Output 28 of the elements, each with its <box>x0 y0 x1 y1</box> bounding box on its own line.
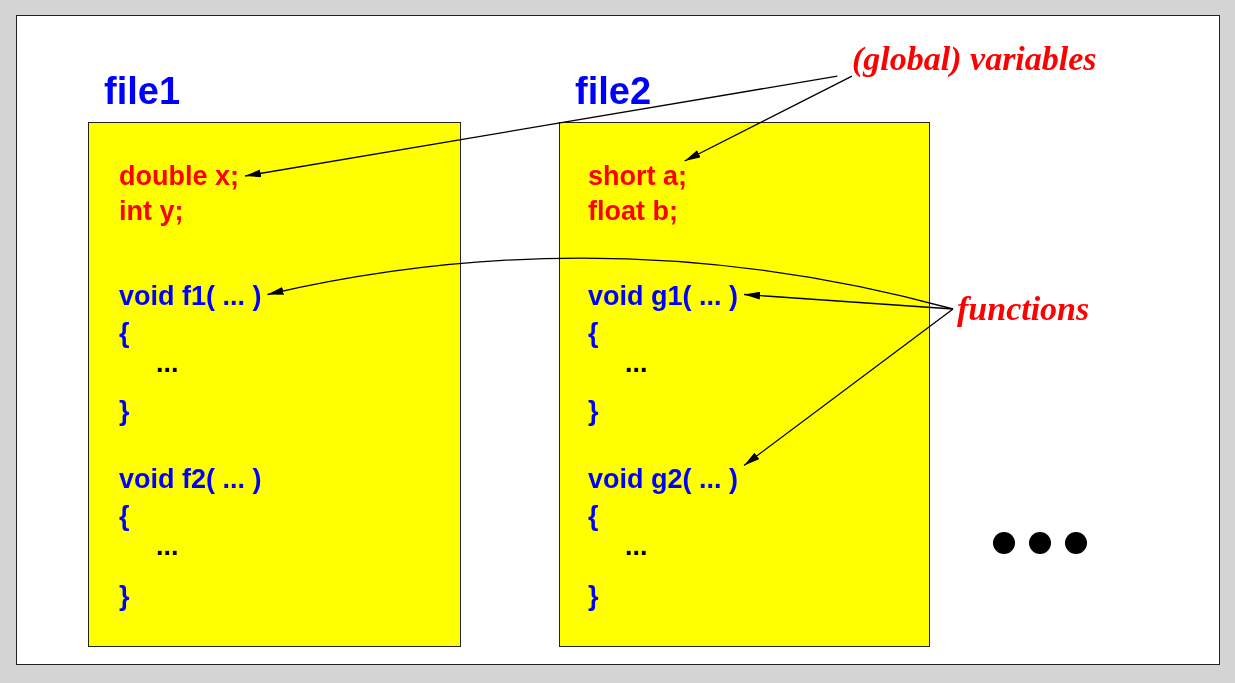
code-line: void f2( ... ) <box>119 464 263 494</box>
code-line: { <box>588 501 600 531</box>
code-line: } <box>588 581 600 611</box>
annotation-text: functions <box>957 290 1090 328</box>
code-line: void g2( ... ) <box>588 464 744 494</box>
code-line: { <box>119 318 131 348</box>
arrow <box>244 75 838 178</box>
code-line: short a; <box>588 161 693 191</box>
arrow <box>743 308 954 467</box>
code-line: double x; <box>119 161 245 191</box>
code-line: ... <box>625 348 649 378</box>
code-line: ... <box>625 531 649 561</box>
code-line: { <box>588 318 600 348</box>
code-line: void g1( ... ) <box>588 281 744 311</box>
code-line: ... <box>156 348 180 378</box>
code-line: float b; <box>588 196 679 226</box>
code-line: int y; <box>119 196 185 226</box>
code-line: } <box>588 396 600 426</box>
file-heading: file1 <box>104 71 181 111</box>
arrow <box>743 291 954 310</box>
code-line: ... <box>156 531 180 561</box>
code-line: void f1( ... ) <box>119 281 268 311</box>
arrow <box>683 75 853 162</box>
annotation-text: (global) variables <box>852 40 1097 78</box>
code-line: } <box>119 581 131 611</box>
code-line: } <box>119 396 131 426</box>
code-line: { <box>119 501 131 531</box>
file-heading: file2 <box>575 71 652 111</box>
